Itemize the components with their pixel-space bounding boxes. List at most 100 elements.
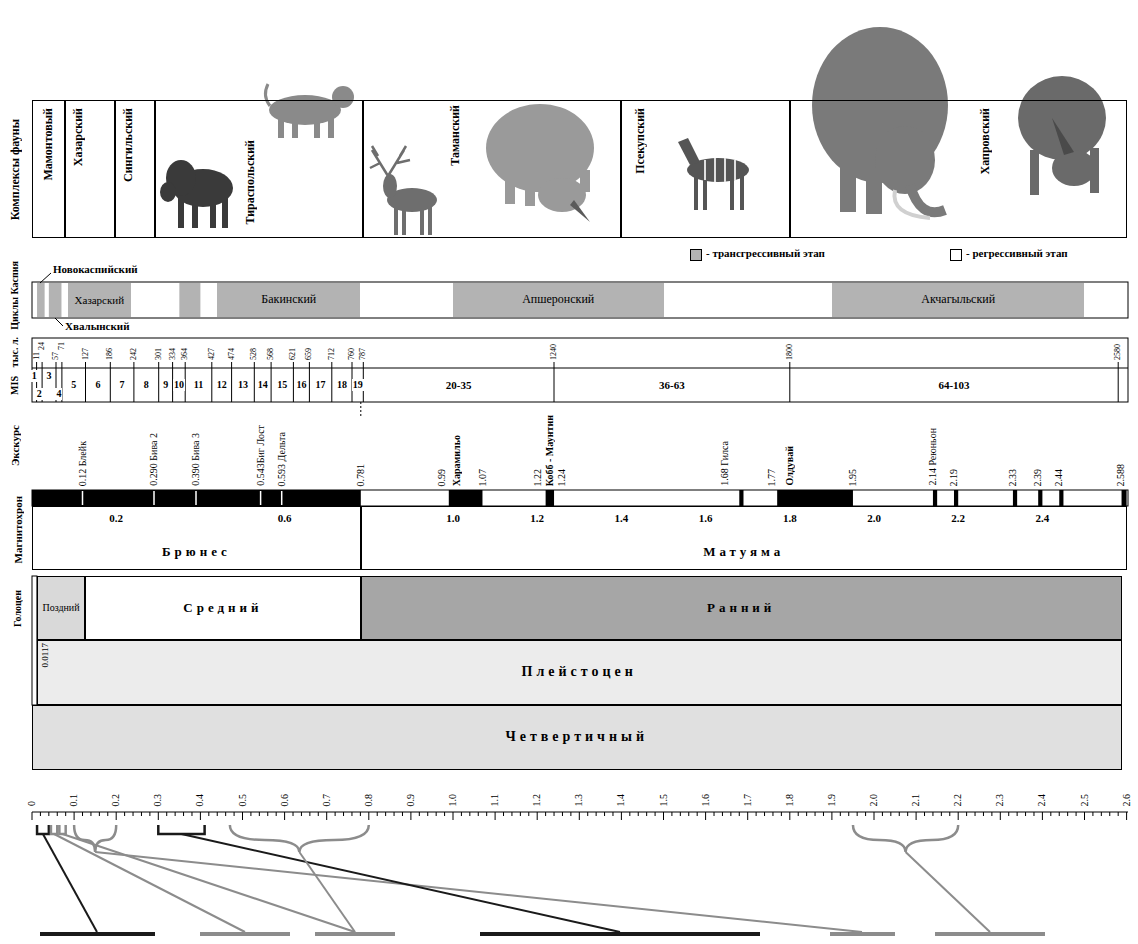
axis-label: 0.6 [280,794,290,807]
mis-separator [211,368,212,402]
axis-tick [486,812,487,816]
age-kyr: 621 [289,348,297,360]
axis-tick [983,812,984,816]
chron-tick-label: 1.4 [614,512,630,525]
axis-tick [40,812,41,816]
range-bar [480,932,760,936]
legend-text: - регрессивный этап [966,247,1068,260]
excursion-label: 1.07 [478,469,488,487]
axis-tick [99,812,100,816]
axis-tick [503,812,504,816]
axis-tick [1067,812,1068,816]
axis-tick [1000,812,1001,820]
polarity-bar [32,490,1128,506]
axis-tick [932,812,933,816]
chron-band-label: Матуяма [703,545,784,560]
age-tick [110,362,111,368]
excursion-label: 0.781 [356,464,366,487]
mis-separator [1118,368,1119,402]
axis-tick [124,812,125,816]
link-line [95,852,862,932]
axis-tick [714,812,715,816]
mis-number: 2 [36,388,43,400]
age-tick [293,362,294,368]
chron-tick-label: 0.6 [277,512,293,525]
axis-tick [166,812,167,816]
axis-tick [402,812,403,816]
mis-number: 36-63 [658,379,686,392]
age-kyr: 24 [38,342,46,350]
mis-number: 6 [94,379,101,391]
axis-tick [528,812,529,816]
excursion-label: 2.39 [1033,469,1043,487]
axis-tick [301,812,302,816]
axis-label: 1.1 [490,794,500,807]
axis-tick [924,812,925,816]
age-tick [133,362,134,368]
normal-polarity [32,490,361,506]
range-bar [830,932,895,936]
axis-tick [629,812,630,816]
age-kyr: 364 [181,348,189,360]
epoch-band-label: Плейстоцен [522,664,637,680]
fauna-complex-label: Тираспольский [244,140,256,225]
subepoch-band: Средний [85,576,361,640]
mis-number: 11 [193,379,204,391]
axis-tick [158,812,159,820]
axis-tick [857,812,858,816]
link-line [54,834,245,932]
cycle-label: Хвалынский [65,320,129,333]
axis-tick [453,812,454,820]
axis-tick [966,812,967,816]
axis-tick [343,812,344,816]
axis-tick [697,812,698,816]
age-tick [271,362,272,368]
axis-tick [621,812,622,820]
excursion-label: 2.19 [949,469,959,487]
axis-tick [242,812,243,820]
excursion-label: 1.77 [767,469,777,487]
axis-tick [1008,812,1009,816]
axis-tick [991,812,992,816]
normal-polarity [739,490,743,506]
axis-tick [882,812,883,816]
axis-tick [806,812,807,816]
axis-label: 1.0 [448,794,458,807]
axis-tick [680,812,681,816]
axis-tick [1109,812,1110,816]
row-label: Комплексы фауны [9,119,21,220]
axis-tick [309,812,310,816]
axis-label: 1.5 [659,794,669,807]
excursion-label: 0.12 Блейк [78,441,88,486]
axis-tick [335,812,336,816]
mis-number: 4 [55,388,62,400]
link-line [299,852,355,932]
axis-tick [351,812,352,816]
axis-tick [789,812,790,820]
axis-tick [899,812,900,816]
axis-tick [570,812,571,816]
elephant-figure [812,27,948,218]
axis-tick [646,812,647,816]
axis-label: 0 [27,801,37,806]
range-bar [200,932,290,936]
age-tick [231,362,232,368]
age-tick [42,362,43,368]
axis-tick [469,812,470,816]
axis-tick [200,812,201,820]
mis-separator [158,368,159,402]
axis-tick [638,812,639,816]
age-kyr: 760 [348,348,356,360]
axis-tick [949,812,950,816]
fauna-complex: Таманский [363,100,621,238]
mis-number: 9 [162,379,169,391]
range-brace [230,825,369,852]
age-tick [254,362,255,368]
axis-tick [495,812,496,820]
mis-separator [85,368,86,402]
axis-tick [427,812,428,816]
axis-tick [191,812,192,816]
axis-tick [537,812,538,820]
